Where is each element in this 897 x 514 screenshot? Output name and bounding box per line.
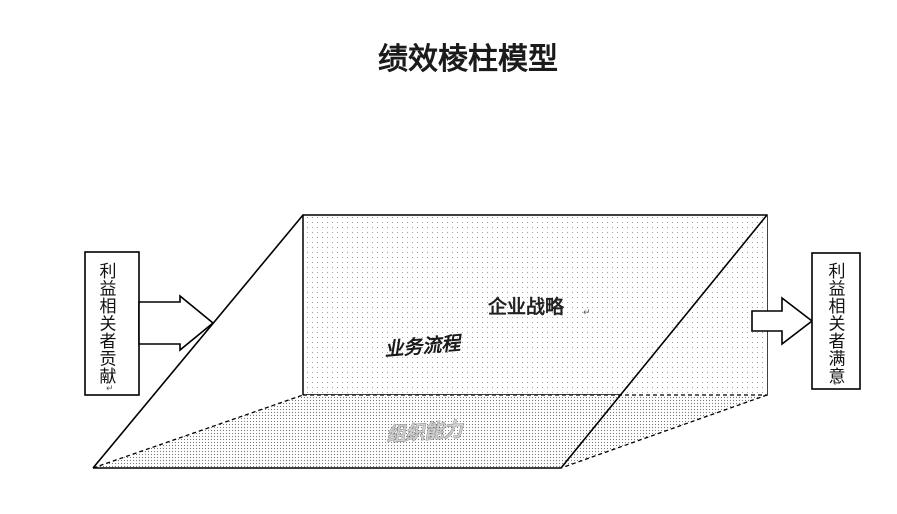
- hidden-edge-right: [560, 394, 768, 469]
- front-right-edge: [560, 214, 768, 469]
- vertical-char: 满: [829, 350, 846, 370]
- vertical-char: 益: [829, 280, 846, 300]
- strategy-label: 企业战略 ↵: [487, 295, 591, 318]
- vertical-char: 贡: [100, 350, 117, 370]
- vertical-char: 利: [829, 262, 846, 282]
- stakeholder-contribution-mark: ↵: [106, 384, 114, 394]
- strategy-label-text: 企业战略: [487, 295, 565, 318]
- stakeholder-satisfaction-box: 利益相关者满意 ↵: [811, 252, 861, 390]
- vertical-char: 献: [100, 367, 117, 387]
- stakeholder-contribution-box: 利益相关者贡献 ↵: [84, 251, 140, 396]
- stakeholder-satisfaction-text: 利益相关者满意: [829, 262, 846, 387]
- vertical-char: 者: [100, 332, 117, 352]
- stakeholder-contribution-text: 利益相关者贡献: [100, 262, 117, 387]
- strategy-label-mark: ↵: [583, 308, 591, 318]
- floor-face: [93, 395, 767, 468]
- diagram-title: 绩效棱柱模型: [378, 42, 558, 77]
- stakeholder-satisfaction-mark: ↵: [833, 379, 841, 389]
- vertical-char: 意: [829, 367, 846, 387]
- vertical-char: 关: [829, 315, 846, 335]
- vertical-char: 相: [100, 297, 117, 317]
- vertical-char: 相: [829, 297, 846, 317]
- front-left-edge: [92, 214, 304, 469]
- hidden-edge-left: [92, 394, 304, 469]
- vertical-char: 关: [100, 315, 117, 335]
- vertical-char: 者: [829, 332, 846, 352]
- right-arrow-icon: [138, 294, 215, 352]
- vertical-char: 益: [100, 280, 117, 300]
- vertical-char: 利: [100, 262, 117, 282]
- right-arrow-icon: [751, 296, 814, 346]
